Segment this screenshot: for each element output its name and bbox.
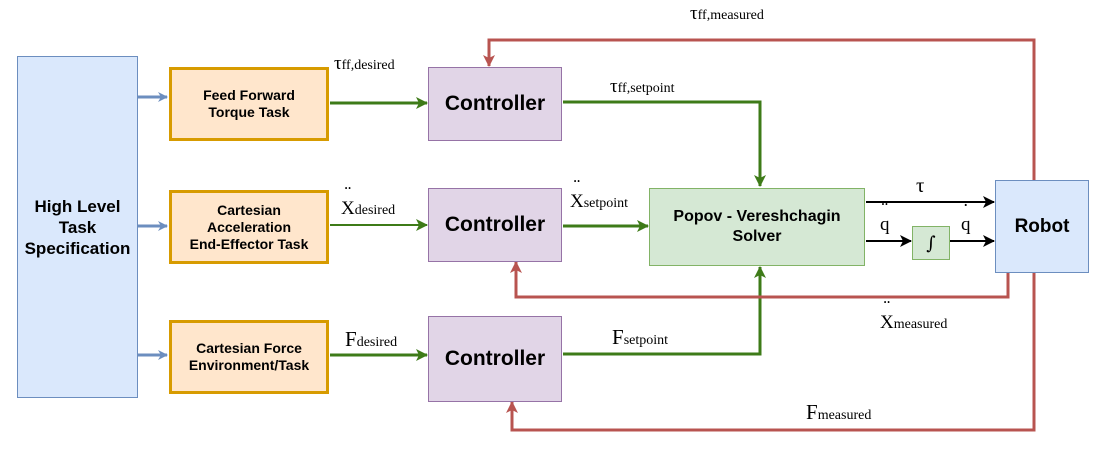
integrator-symbol: ∫ — [926, 232, 936, 254]
label-tau-ff-setpoint: τff,setpoint — [610, 76, 675, 97]
high-level-task-block: High Level Task Specification — [17, 56, 138, 398]
label-f-desired: Fdesired — [345, 327, 398, 351]
label-x-desired: Xdesired — [341, 183, 395, 220]
label-tau-ff-measured: τff,measured — [690, 3, 764, 24]
label-tau-ff-desired: τff,desired — [334, 53, 395, 74]
acceleration-task-label: Cartesian Acceleration End-Effector Task — [189, 201, 309, 252]
robot-block: Robot — [995, 180, 1089, 273]
label-tau: τ — [916, 173, 925, 197]
label-f-setpoint: Fsetpoint — [612, 325, 669, 349]
solver-label: Popov - Vereshchagin Solver — [673, 208, 841, 245]
high-level-task-label: High Level Task Specification — [24, 196, 131, 258]
feedback-x-measured — [510, 261, 1010, 299]
label-f-measured: Fmeasured — [806, 400, 872, 424]
solver-block: Popov - Vereshchagin Solver — [649, 188, 865, 266]
integrator-block: ∫ — [912, 226, 950, 260]
feedback-tau-ff-measured — [483, 38, 1036, 180]
arrow-tau-ff-setpoint — [563, 100, 766, 187]
controller-mid-block: Controller — [428, 188, 562, 262]
force-task-label: Cartesian Force Environment/Task — [188, 340, 310, 373]
label-x-measured: Xmeasured — [880, 297, 947, 334]
controller-bot-block: Controller — [428, 316, 562, 402]
controller-top-label: Controller — [444, 92, 546, 115]
label-q-dot: q — [961, 200, 971, 236]
feed-forward-task-block: Feed Forward Torque Task — [169, 67, 329, 141]
controller-bot-label: Controller — [444, 347, 546, 370]
feedback-f-measured — [506, 273, 1036, 432]
controller-mid-label: Controller — [444, 213, 546, 236]
feed-forward-task-label: Feed Forward Torque Task — [203, 87, 295, 120]
label-x-setpoint: Xsetpoint — [570, 176, 628, 213]
robot-label: Robot — [1014, 215, 1070, 237]
controller-top-block: Controller — [428, 67, 562, 141]
acceleration-task-block: Cartesian Acceleration End-Effector Task — [169, 190, 329, 264]
label-q-ddot: q — [880, 199, 890, 236]
force-task-block: Cartesian Force Environment/Task — [169, 320, 329, 394]
